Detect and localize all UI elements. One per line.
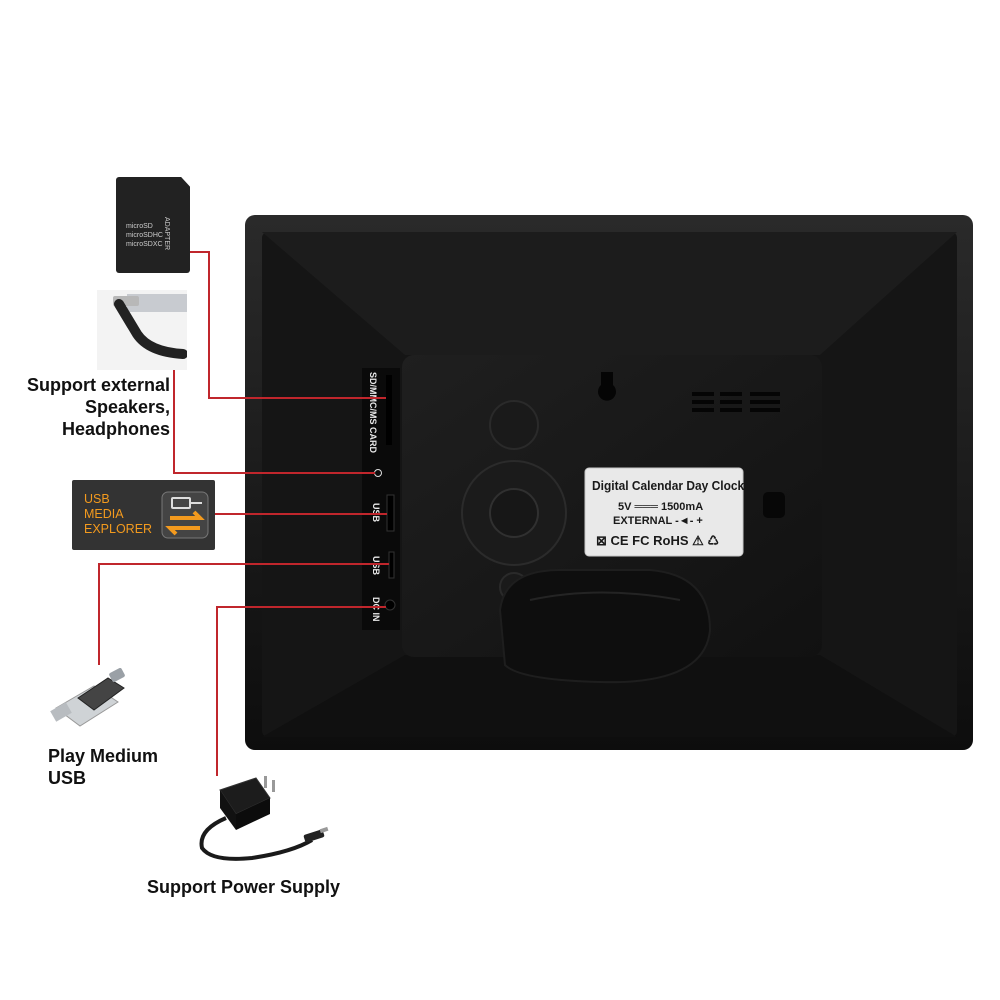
usb-port-1[interactable] [386, 494, 395, 532]
wire-headphone-vertical [173, 370, 175, 473]
usb-badge-line-2: MEDIA [84, 507, 124, 521]
wire-sd-vertical [208, 251, 210, 398]
dc-in-port[interactable] [384, 599, 396, 611]
screw-hole [763, 492, 785, 518]
product-label [584, 467, 744, 557]
callout-headphones: Support external Speakers, Headphones [17, 374, 170, 440]
callout-headphones-line-2: Speakers, [84, 397, 170, 417]
microsd-adapter-image: microSD microSDHC microSDXC ADAPTER [116, 177, 190, 273]
callout-headphones-line-1: Support external [26, 375, 170, 395]
wire-sd-horizontal [208, 397, 386, 399]
usb-port-2[interactable] [388, 551, 395, 579]
frame-bevel-top [262, 232, 957, 355]
product-label-certification-marks: ⊠ CE FC RoHS ⚠ ♺ [596, 533, 720, 548]
port-label-usb-2: USB [371, 556, 381, 576]
callout-headphones-line-3: Headphones [61, 419, 170, 439]
sd-card-slot[interactable] [386, 375, 392, 445]
callout-power-supply: Support Power Supply [147, 877, 341, 897]
wire-headphone-horizontal [173, 472, 375, 474]
headphone-plug-image [97, 290, 187, 370]
usb-transfer-icon [161, 491, 209, 539]
nav-dial-center-button[interactable] [489, 488, 539, 538]
port-label-dc-in: DC IN [371, 597, 381, 622]
stand-inner-edge [529, 591, 681, 601]
callout-otg-usb-line-1: Play Medium [48, 746, 159, 766]
usb-badge-line-1: USB [84, 492, 110, 506]
port-label-sd: SD/MMC/MS CARD [368, 372, 378, 453]
stand [498, 569, 712, 684]
microsd-adapter-text-1: microSD [126, 223, 153, 230]
speaker-grille [692, 392, 780, 412]
usb-badge-line-3: EXPLORER [84, 522, 153, 536]
callout-otg-usb: Play Medium USB [48, 745, 158, 789]
product-label-title: Digital Calendar Day Clock [592, 478, 745, 493]
wire-usb-2-vertical [98, 563, 100, 665]
callout-otg-usb-line-2: USB [48, 768, 87, 788]
product-label-spec: 5V ═══ 1500mA [618, 501, 704, 513]
wire-dc-vertical [216, 606, 218, 776]
microsd-adapter-text-3: microSDXC [126, 241, 163, 248]
usb-media-explorer-badge: USB MEDIA EXPLORER [72, 480, 215, 550]
wire-sd-top [190, 251, 209, 253]
frame-bevel-bottom [262, 655, 957, 737]
wire-usb-1 [215, 513, 387, 515]
microsd-adapter-text-2: microSDHC [126, 232, 163, 239]
wall-hanger-hole [598, 372, 616, 401]
wire-dc-horizontal [216, 606, 386, 608]
wire-usb-2-horizontal [98, 563, 389, 565]
power-adapter-image [199, 776, 329, 861]
microsd-adapter-side-text: ADAPTER [163, 217, 170, 251]
otg-usb-drive-image [50, 668, 125, 727]
product-label-external: EXTERNAL -◄- + [613, 515, 703, 527]
power-button[interactable] [489, 400, 539, 450]
